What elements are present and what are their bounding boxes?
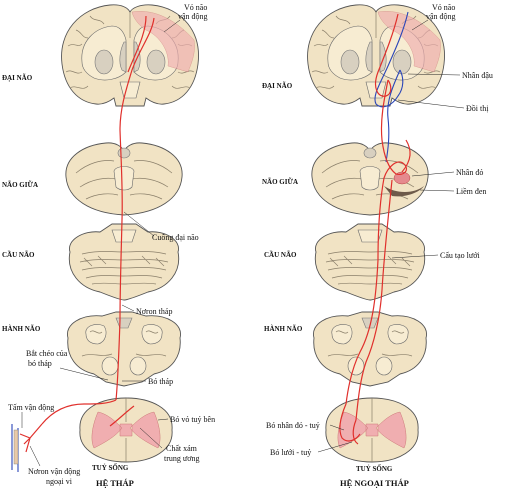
left-label-grey-matter-2: trung ương <box>164 454 199 463</box>
left-level-pons: CẦU NÃO <box>2 251 35 259</box>
left-label-lateral-corticospinal: Bó vỏ tuỷ bên <box>170 415 215 424</box>
right-blue-tract-2 <box>385 69 401 163</box>
left-label-pyramidal-neuron: Nơron tháp <box>136 307 172 316</box>
right-caption: HỆ NGOẠI THÁP <box>340 478 409 488</box>
left-label-decussation-2: bó tháp <box>28 359 52 368</box>
left-label-pyramidal-tract: Bó tháp <box>148 377 173 386</box>
right-label-thalamus: Đồi thị <box>466 104 489 113</box>
left-panel: Vỏ não vận động ĐẠI NÃO NÃO GIỮA CẦU NÃO… <box>2 3 215 488</box>
left-level-midbrain: NÃO GIỮA <box>2 181 38 189</box>
right-level-midbrain: NÃO GIỮA <box>262 178 298 186</box>
right-red-tract-cord <box>339 403 361 442</box>
left-medulla <box>66 311 182 387</box>
right-label-rubrospinal: Bó nhân đỏ - tuỷ <box>266 421 320 430</box>
left-label-cerebral-peduncle: Cuống đại não <box>152 233 199 242</box>
right-panel: Vỏ não vận động ĐẠI NÃO NÃO GIỮA CẦU NÃO… <box>262 3 493 488</box>
right-label-motor-cortex-1: Vỏ não <box>432 3 455 12</box>
right-blue-tract-1 <box>374 11 409 108</box>
left-level-cerebrum: ĐẠI NÃO <box>2 74 33 82</box>
right-level-pons: CẦU NÃO <box>264 251 297 259</box>
left-label-motor-cortex-2: vận động <box>178 12 208 21</box>
left-spinal-cord <box>79 397 173 463</box>
rubrospinal-tract <box>345 79 408 405</box>
left-midbrain <box>65 142 183 216</box>
reticulospinal-tract <box>355 179 393 421</box>
pyramidal-tract-branch <box>127 15 147 73</box>
left-label-decussation-1: Bắt chéo của <box>26 349 68 358</box>
pyramidal-crossing-path <box>41 399 117 425</box>
right-midbrain <box>311 142 429 216</box>
right-label-lentiform: Nhân đậu <box>462 71 493 80</box>
right-pons <box>314 223 426 301</box>
motor-plate-icon <box>11 423 43 472</box>
right-level-medulla: HÀNH NÃO <box>264 325 303 333</box>
substantia-nigra-icon <box>384 186 424 197</box>
left-label-lower-motor-neuron-1: Nơron vận động <box>28 467 80 476</box>
right-red-tract-cord-2 <box>352 419 359 445</box>
right-label-reticulospinal: Bó lưới - tuỷ <box>270 448 311 457</box>
right-red-tract-1 <box>374 13 399 97</box>
right-label-reticular-formation: Cấu tạo lưới <box>440 251 480 260</box>
right-level-spinal-cord: TUỶ SỐNG <box>356 465 393 473</box>
right-label-red-nucleus: Nhân đỏ <box>456 168 483 177</box>
left-label-motor-plate: Tấm vận động <box>8 403 54 412</box>
right-red-loop <box>401 139 411 173</box>
left-label-motor-cortex-1: Vỏ não <box>184 3 207 12</box>
right-level-cerebrum: ĐẠI NÃO <box>262 82 293 90</box>
right-label-motor-cortex-2: vận động <box>426 12 456 21</box>
left-label-lower-motor-neuron-2: ngoại vi <box>46 477 73 486</box>
lateral-corticospinal-path <box>109 405 135 427</box>
left-label-grey-matter-1: Chất xám <box>166 444 198 453</box>
left-level-spinal-cord: TUỶ SỐNG <box>92 464 129 472</box>
left-motor-cortex <box>131 11 195 73</box>
right-label-substantia-nigra: Liềm đen <box>456 187 486 196</box>
pyramidal-tract <box>115 17 155 401</box>
left-caption: HỆ THÁP <box>96 478 134 488</box>
left-level-medulla: HÀNH NÃO <box>2 325 41 333</box>
